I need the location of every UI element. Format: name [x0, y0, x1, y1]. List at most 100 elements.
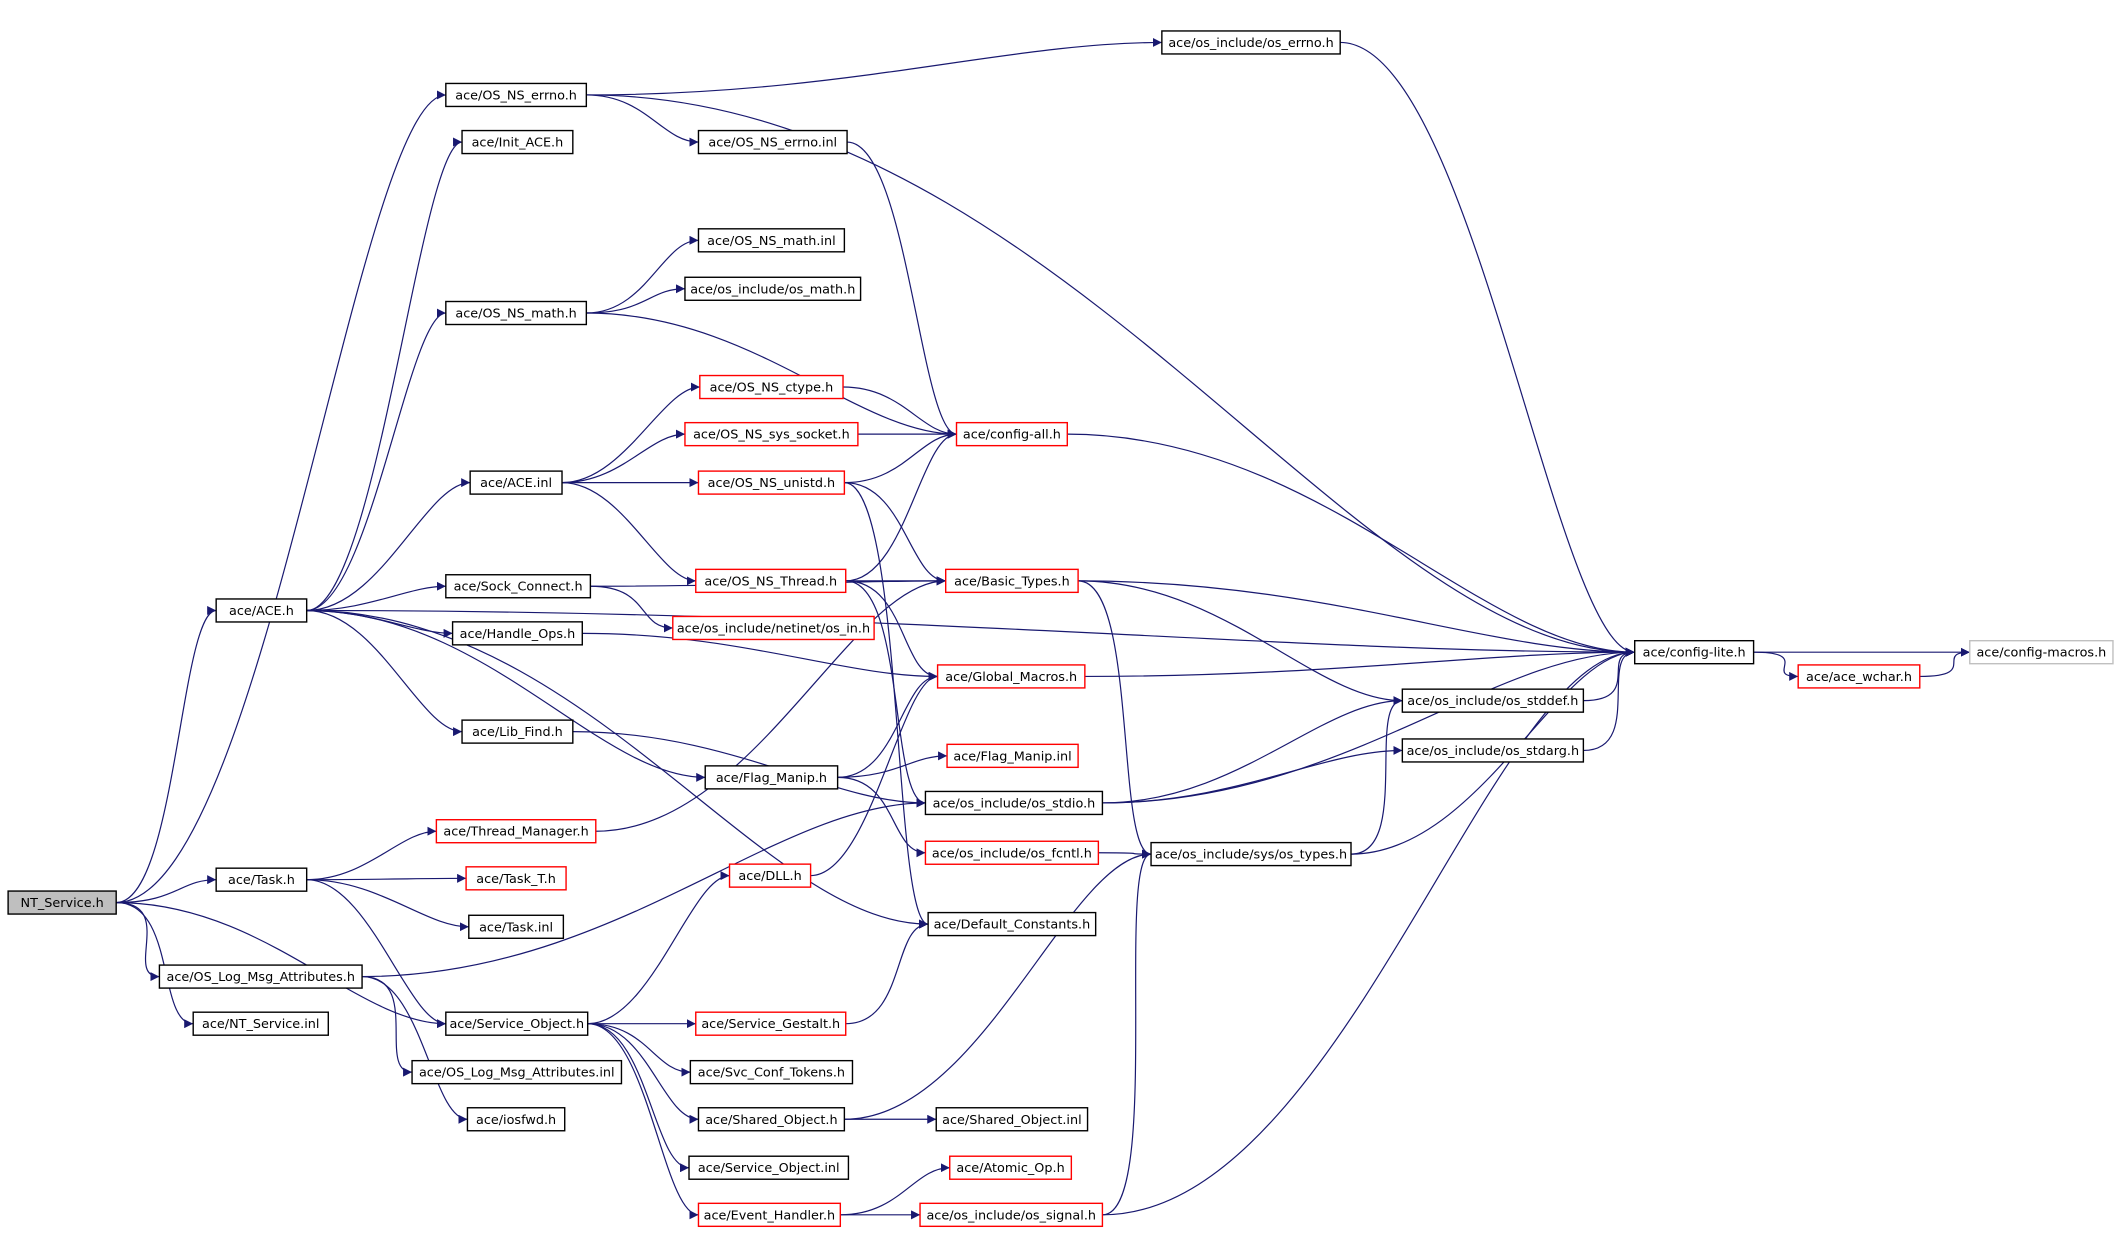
node-ace_default_constants_h[interactable]: ace/Default_Constants.h: [927, 911, 1097, 937]
node-ace_lib_find_h[interactable]: ace/Lib_Find.h: [461, 719, 574, 744]
edge-ace_task_h-to-ace_task_t_h: [306, 873, 467, 883]
node-label: ace/os_include/os_stdio.h: [933, 796, 1096, 811]
node-box: [1401, 688, 1585, 713]
node-ace_service_object_inl[interactable]: ace/Service_Object.inl: [688, 1155, 850, 1180]
edge-ace_sock_connect_h-to-ace_os_include_netinet_os_in_h: [590, 585, 673, 633]
node-label: ace/NT_Service.inl: [202, 1017, 319, 1032]
edge-ace_ace_inl-to-ace_os_ns_sys_socket_h: [562, 429, 685, 484]
node-ace_os_include_os_fcntl_h[interactable]: ace/os_include/os_fcntl.h: [924, 840, 1100, 865]
node-ace_config_all_h[interactable]: ace/config-all.h: [955, 421, 1068, 447]
node-label: ace/Sock_Connect.h: [454, 580, 583, 595]
node-nt_service_h[interactable]: NT_Service.h: [7, 890, 117, 915]
node-ace_os_include_os_stddef_h[interactable]: ace/os_include/os_stddef.h: [1401, 688, 1585, 713]
node-label: ace/OS_NS_sys_socket.h: [693, 428, 850, 443]
node-ace_os_include_os_signal_h[interactable]: ace/os_include/os_signal.h: [919, 1202, 1104, 1228]
node-label: ace/ACE.h: [229, 604, 294, 619]
node-ace_nt_service_inl[interactable]: ace/NT_Service.inl: [192, 1011, 329, 1036]
node-ace_task_h[interactable]: ace/Task.h: [215, 867, 308, 892]
node-ace_os_ns_math_inl[interactable]: ace/OS_NS_math.inl: [697, 228, 846, 253]
node-label: ace/os_include/os_fcntl.h: [932, 846, 1092, 861]
node-ace_os_include_os_stdio_h[interactable]: ace/os_include/os_stdio.h: [924, 790, 1104, 816]
node-label: ace/OS_NS_errno.inl: [708, 136, 837, 151]
edge-ace_dll_h-to-ace_global_macros_h: [810, 671, 938, 877]
node-label: ace/OS_NS_errno.h: [455, 88, 577, 103]
edge-ace_service_object_h-to-ace_dll_h: [587, 871, 730, 1025]
node-ace_iosfwd_h[interactable]: ace/iosfwd.h: [466, 1107, 566, 1132]
node-label: ace/Task.inl: [479, 920, 553, 935]
node-ace_sock_connect_h[interactable]: ace/Sock_Connect.h: [445, 574, 592, 599]
edge-ace_ace_h-to-ace_default_constants_h: [306, 609, 929, 929]
node-box: [192, 1011, 329, 1036]
node-label: ace/Atomic_Op.h: [956, 1161, 1064, 1176]
edge-ace_task_h-to-ace_service_object_h: [306, 879, 446, 1029]
node-ace_os_include_netinet_os_in_h[interactable]: ace/os_include/netinet/os_in.h: [672, 615, 875, 641]
node-label: ace/Lib_Find.h: [472, 725, 563, 740]
edge-ace_service_object_h-to-ace_shared_object_h: [587, 1023, 699, 1124]
edge-ace_ace_h-to-ace_config_lite_h: [306, 609, 1635, 657]
node-ace_os_ns_thread_h[interactable]: ace/OS_NS_Thread.h: [695, 568, 847, 594]
node-label: ace/Service_Gestalt.h: [701, 1017, 840, 1032]
node-ace_os_include_os_stdarg_h[interactable]: ace/os_include/os_stdarg.h: [1401, 738, 1585, 763]
node-label: ace/Task_T.h: [476, 872, 556, 887]
node-ace_config_lite_h[interactable]: ace/config-lite.h: [1634, 639, 1755, 665]
edge-ace_ace_inl-to-ace_os_ns_ctype_h: [562, 382, 700, 484]
node-ace_os_ns_unistd_h[interactable]: ace/OS_NS_unistd.h: [697, 470, 846, 495]
node-box: [936, 664, 1086, 689]
node-ace_atomic_op_h[interactable]: ace/Atomic_Op.h: [949, 1155, 1073, 1180]
node-box: [672, 615, 875, 641]
node-box: [445, 574, 592, 599]
node-ace_task_inl[interactable]: ace/Task.inl: [468, 914, 565, 939]
node-ace_os_ns_math_h[interactable]: ace/OS_NS_math.h: [445, 300, 588, 326]
node-ace_ace_h[interactable]: ace/ACE.h: [215, 598, 308, 623]
edge-ace_os_include_os_signal_h-to-ace_os_include_sys_os_types_h: [1102, 849, 1152, 1216]
node-ace_basic_types_h[interactable]: ace/Basic_Types.h: [945, 568, 1079, 594]
node-box: [927, 911, 1097, 937]
node-ace_svc_conf_tokens_h[interactable]: ace/Svc_Conf_Tokens.h: [689, 1059, 854, 1085]
edge-ace_os_ns_thread_h-to-ace_global_macros_h: [845, 580, 938, 681]
node-ace_shared_object_h[interactable]: ace/Shared_Object.h: [697, 1107, 846, 1132]
node-label: ace/OS_Log_Msg_Attributes.inl: [419, 1066, 615, 1081]
node-ace_flag_manip_inl[interactable]: ace/Flag_Manip.inl: [946, 743, 1079, 769]
node-ace_os_include_os_errno_h[interactable]: ace/os_include/os_errno.h: [1161, 30, 1341, 55]
node-label: ace/config-macros.h: [1976, 646, 2106, 661]
node-ace_handle_ops_h[interactable]: ace/Handle_Ops.h: [451, 621, 583, 646]
node-ace_init_ace_h[interactable]: ace/Init_ACE.h: [461, 129, 574, 155]
edge-ace_os_include_os_errno_h-to-ace_config_lite_h: [1340, 41, 1635, 657]
node-ace_os_include_sys_os_types_h[interactable]: ace/os_include/sys/os_types.h: [1150, 841, 1352, 867]
node-ace_os_ns_ctype_h[interactable]: ace/OS_NS_ctype.h: [699, 374, 844, 400]
node-ace_config_macros_h[interactable]: ace/config-macros.h: [1969, 639, 2114, 665]
edge-ace_shared_object_h-to-ace_os_include_sys_os_types_h: [844, 849, 1152, 1120]
edge-ace_os_include_os_fcntl_h-to-ace_os_include_sys_os_types_h: [1098, 849, 1152, 859]
node-ace_flag_manip_h[interactable]: ace/Flag_Manip.h: [704, 765, 839, 790]
node-box: [695, 568, 847, 594]
edge-ace_os_ns_errno_h-to-ace_os_include_os_errno_h: [586, 37, 1162, 96]
node-label: ace/Service_Object.inl: [698, 1161, 840, 1176]
node-ace_dll_h[interactable]: ace/DLL.h: [728, 863, 812, 888]
edge-ace_ace_inl-to-ace_os_ns_thread_h: [562, 482, 696, 586]
node-ace_service_gestalt_h[interactable]: ace/Service_Gestalt.h: [695, 1011, 847, 1036]
node-ace_os_log_msg_attributes_h[interactable]: ace/OS_Log_Msg_Attributes.h: [158, 964, 363, 989]
node-ace_os_ns_sys_socket_h[interactable]: ace/OS_NS_sys_socket.h: [684, 421, 859, 447]
edge-ace_os_ns_ctype_h-to-ace_config_all_h: [843, 386, 957, 439]
node-ace_task_t_h[interactable]: ace/Task_T.h: [465, 866, 567, 891]
node-ace_os_ns_errno_inl[interactable]: ace/OS_NS_errno.inl: [697, 129, 848, 155]
node-ace_os_include_os_math_h[interactable]: ace/os_include/os_math.h: [684, 276, 862, 301]
node-ace_global_macros_h[interactable]: ace/Global_Macros.h: [936, 664, 1086, 689]
node-label: ace/Task.h: [228, 873, 295, 888]
node-ace_os_ns_errno_h[interactable]: ace/OS_NS_errno.h: [445, 82, 588, 108]
node-ace_service_object_h[interactable]: ace/Service_Object.h: [445, 1011, 589, 1036]
node-ace_thread_manager_h[interactable]: ace/Thread_Manager.h: [435, 819, 597, 844]
node-box: [1401, 738, 1585, 763]
node-ace_ace_inl[interactable]: ace/ACE.inl: [469, 470, 563, 495]
node-box: [215, 598, 308, 623]
node-ace_os_log_msg_attributes_inl[interactable]: ace/OS_Log_Msg_Attributes.inl: [411, 1059, 623, 1085]
node-ace_ace_wchar_h[interactable]: ace/ace_wchar.h: [1797, 664, 1921, 689]
node-ace_event_handler_h[interactable]: ace/Event_Handler.h: [697, 1202, 842, 1228]
node-box: [704, 765, 839, 790]
node-box: [215, 867, 308, 892]
node-label: ace/OS_NS_unistd.h: [708, 476, 836, 491]
edge-ace_config_all_h-to-ace_config_lite_h: [1067, 433, 1635, 657]
node-box: [684, 421, 859, 447]
node-ace_shared_object_inl[interactable]: ace/Shared_Object.inl: [935, 1107, 1089, 1132]
node-box: [469, 470, 563, 495]
